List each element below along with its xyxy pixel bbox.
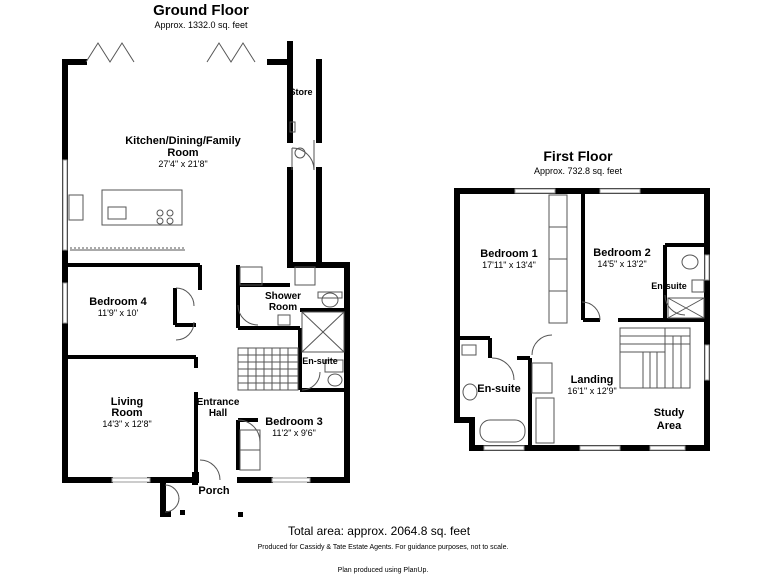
total-area: Total area: approx. 2064.8 sq. feet bbox=[288, 524, 471, 538]
disclaimer: Produced for Cassidy & Tate Estate Agent… bbox=[258, 544, 509, 551]
bedroom4-label: Bedroom 4 bbox=[89, 296, 147, 308]
kitchen-dims: 27'4" x 21'8" bbox=[158, 159, 207, 169]
ground-floor-walls bbox=[62, 41, 350, 517]
study-area-label-line2: Area bbox=[657, 420, 682, 432]
landing-label: Landing bbox=[571, 374, 614, 386]
ground-floor-area: Approx. 1332.0 sq. feet bbox=[154, 20, 248, 30]
shower-room-label-line1: Shower bbox=[265, 291, 301, 302]
ground-floor-windows bbox=[62, 159, 311, 483]
footer: Total area: approx. 2064.8 sq. feet Prod… bbox=[258, 524, 509, 574]
kitchen-fittings bbox=[68, 189, 185, 251]
first-floor-stairs bbox=[619, 327, 691, 389]
porch-post-right bbox=[238, 512, 243, 517]
porch-post bbox=[180, 510, 185, 515]
kitchen-label-line2: Room bbox=[167, 147, 198, 159]
bedroom2-ensuite-label: En-suite bbox=[651, 281, 687, 291]
store-door bbox=[289, 121, 315, 171]
living-room-label-line1: Living bbox=[111, 396, 143, 408]
bedroom2-label: Bedroom 2 bbox=[593, 247, 650, 259]
shower-room-label-line2: Room bbox=[269, 302, 297, 313]
living-room-label-line2: Room bbox=[111, 407, 142, 419]
bedroom2-dims: 14'5" x 13'2" bbox=[597, 259, 646, 269]
first-floor-internal-walls bbox=[457, 191, 707, 448]
porch-label: Porch bbox=[198, 485, 229, 497]
first-floor-doors bbox=[491, 294, 686, 381]
entrance-hall-label-line1: Entrance bbox=[197, 397, 240, 408]
ground-floor-plan bbox=[62, 41, 350, 517]
bedroom4-dims: 11'9" x 10' bbox=[98, 308, 139, 318]
bedroom3-wardrobe bbox=[239, 429, 261, 471]
bifold-doors bbox=[85, 42, 256, 63]
ground-floor-stairs bbox=[237, 347, 299, 391]
first-floor-wardrobes bbox=[531, 194, 568, 444]
study-area-label-line1: Study bbox=[654, 407, 685, 419]
bedroom1-dims: 17'11" x 13'4" bbox=[482, 260, 536, 270]
first-floor-bathroom-fittings bbox=[461, 254, 705, 443]
ground-floor-bathroom-fittings bbox=[239, 266, 345, 387]
bedroom3-label: Bedroom 3 bbox=[265, 416, 322, 428]
bedroom3-dims: 11'2" x 9'6" bbox=[272, 428, 316, 438]
ground-ensuite-label: En-suite bbox=[302, 356, 338, 366]
first-floor-area: Approx. 732.8 sq. feet bbox=[534, 166, 623, 176]
ground-floor-doors bbox=[164, 287, 321, 513]
first-floor-plan bbox=[454, 188, 710, 451]
first-floor-title: First Floor bbox=[543, 148, 613, 164]
first-floor-labels: First Floor Approx. 732.8 sq. feet Bedro… bbox=[477, 148, 686, 432]
plan-credit: Plan produced using PlanUp. bbox=[338, 567, 429, 574]
store-label: Store bbox=[289, 87, 312, 97]
ground-floor-internal-walls bbox=[65, 263, 347, 475]
living-room-dims: 14'3" x 12'8" bbox=[102, 419, 151, 429]
entrance-hall-label-line2: Hall bbox=[209, 408, 228, 419]
first-floor-windows bbox=[483, 188, 710, 451]
ground-floor-labels: Ground Floor Approx. 1332.0 sq. feet Kit… bbox=[89, 2, 337, 497]
ground-floor-title: Ground Floor bbox=[153, 2, 249, 19]
landing-dims: 16'1" x 12'9" bbox=[567, 386, 616, 396]
bedroom1-ensuite-label: En-suite bbox=[477, 383, 520, 395]
kitchen-label-line1: Kitchen/Dining/Family bbox=[125, 135, 241, 147]
bedroom1-label: Bedroom 1 bbox=[480, 248, 537, 260]
